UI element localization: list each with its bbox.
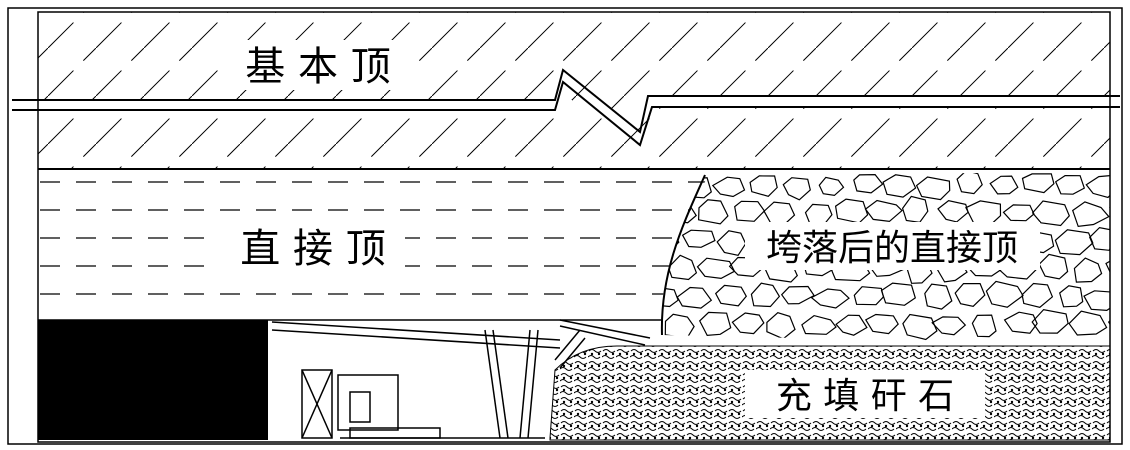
rock-block xyxy=(801,314,837,335)
label-main-roof: 基 本 顶 xyxy=(225,40,410,90)
rock-block xyxy=(810,288,850,309)
rock-block xyxy=(676,286,713,309)
rock-block xyxy=(971,314,997,338)
rock-block xyxy=(1054,229,1094,256)
label-caved-roof: 垮落后的直接顶 xyxy=(745,222,1040,270)
rock-block xyxy=(711,176,746,198)
rock-block xyxy=(1003,311,1038,334)
rock-block xyxy=(864,313,899,335)
main-roof-text: 基 本 顶 xyxy=(245,44,390,90)
caved-roof-text: 垮落后的直接顶 xyxy=(766,228,1018,269)
rock-block xyxy=(1073,257,1103,283)
rock-block xyxy=(834,198,869,224)
frame xyxy=(7,7,1123,445)
rock-block xyxy=(731,312,765,335)
rock-block xyxy=(1071,201,1110,228)
rock-block xyxy=(1083,290,1110,312)
rock-block xyxy=(880,282,917,306)
rock-block xyxy=(1021,173,1055,194)
backfill-gangue-text: 充 填 矸 石 xyxy=(776,376,954,417)
rock-block xyxy=(1068,310,1108,336)
rock-block xyxy=(853,286,885,306)
immediate-roof-text: 直 接 顶 xyxy=(240,226,385,272)
rock-block xyxy=(1085,174,1110,199)
rock-block xyxy=(989,175,1019,195)
rock-block xyxy=(1021,282,1054,308)
rock-block xyxy=(1054,174,1086,195)
rock-block xyxy=(1038,253,1069,280)
hydraulic-support xyxy=(271,319,651,439)
rock-block xyxy=(681,229,716,248)
rock-block xyxy=(902,313,938,341)
rock-block xyxy=(716,230,747,256)
label-backfill-gangue: 充 填 矸 石 xyxy=(745,370,985,418)
rock-block xyxy=(782,177,811,201)
rock-block xyxy=(818,176,845,197)
cave-boundary xyxy=(660,174,706,336)
rock-block xyxy=(931,316,967,336)
rock-block xyxy=(1031,308,1069,334)
rock-block xyxy=(1088,226,1110,251)
rock-block xyxy=(915,176,951,201)
rock-block xyxy=(1109,198,1110,223)
rock-block xyxy=(1107,311,1110,336)
rock-block xyxy=(714,284,748,307)
main-roof-layer xyxy=(12,12,1120,170)
rock-block xyxy=(901,195,929,223)
rock-block xyxy=(780,285,815,305)
inner-frame xyxy=(37,11,1111,443)
rock-block xyxy=(734,200,766,222)
rock-block xyxy=(937,200,969,223)
rock-block xyxy=(664,313,695,339)
rock-block xyxy=(698,311,732,337)
rock-block xyxy=(956,172,983,195)
rock-block xyxy=(954,283,986,307)
rock-block xyxy=(924,283,953,310)
label-immediate-roof: 直 接 顶 xyxy=(220,222,405,272)
rock-block xyxy=(696,257,736,280)
rock-block xyxy=(1002,204,1035,222)
rock-block xyxy=(882,174,917,198)
rock-block xyxy=(1059,285,1084,308)
rock-block xyxy=(985,280,1024,308)
rock-block xyxy=(661,286,679,308)
rock-block xyxy=(864,199,903,223)
rock-block xyxy=(750,282,781,308)
rock-block xyxy=(766,312,796,340)
rock-block xyxy=(1031,200,1070,227)
rock-block xyxy=(853,173,884,194)
rock-block xyxy=(835,314,868,336)
rock-block xyxy=(1105,257,1110,279)
rock-block xyxy=(749,175,778,197)
coal-seam xyxy=(38,320,268,440)
rock-block xyxy=(697,199,729,225)
